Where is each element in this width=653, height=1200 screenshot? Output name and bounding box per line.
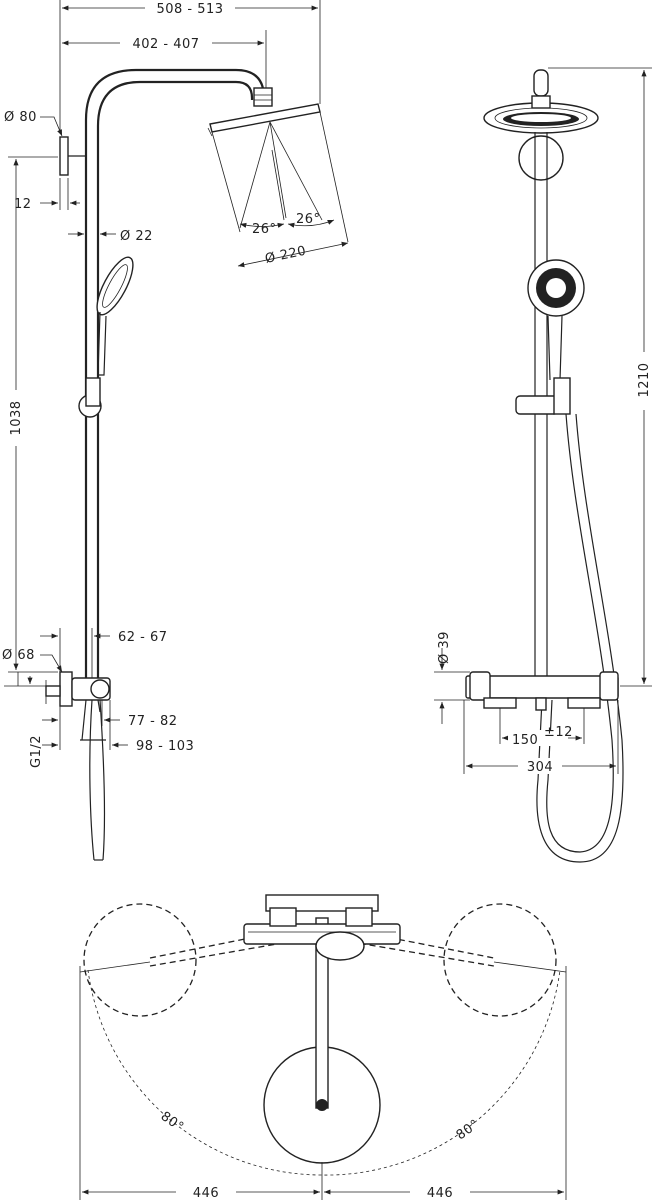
dim-spray-angle-right: 26° bbox=[296, 212, 321, 227]
swing-arc bbox=[87, 969, 561, 1176]
dim-centres: 150 bbox=[512, 733, 538, 748]
dim-mixer-dia: Ø 39 bbox=[437, 631, 452, 664]
hand-shower-front bbox=[527, 259, 585, 381]
dim-spray-angle-left: 26° bbox=[252, 222, 277, 237]
dim-overall-width: 508 - 513 bbox=[156, 2, 223, 17]
dimension-projection-1: 77 - 82 bbox=[42, 700, 178, 750]
dimension-thread: G1/2 bbox=[29, 685, 61, 768]
dimension-head-dia: Ø 220 bbox=[237, 241, 349, 268]
thermostatic-mixer-front bbox=[465, 671, 619, 711]
dim-thread: G1/2 bbox=[29, 735, 44, 768]
dimension-mixer-dia: Ø 39 bbox=[434, 631, 470, 724]
dim-pipe-dia: Ø 22 bbox=[120, 229, 153, 244]
top-view: 80° 80° 446 446 bbox=[79, 894, 567, 1200]
hand-shower bbox=[96, 256, 134, 376]
dimension-total-height: 1210 bbox=[548, 67, 652, 687]
dimension-reach: 446 446 bbox=[79, 966, 567, 1200]
thermostatic-mixer-side bbox=[59, 671, 111, 741]
dim-wall-offset: 12 bbox=[14, 197, 32, 212]
dim-arm-length: 402 - 407 bbox=[132, 37, 199, 52]
side-view: 508 - 513 402 - 407 Ø 80 12 Ø 22 26° bbox=[2, 0, 349, 861]
dim-projection-2: 98 - 103 bbox=[136, 739, 194, 754]
dimension-arm-length: 402 - 407 bbox=[62, 30, 267, 88]
dim-mixer-width: 304 bbox=[527, 760, 553, 775]
reach-right: 446 bbox=[427, 1186, 453, 1200]
dim-wall-plate-dia: Ø 80 bbox=[4, 110, 37, 125]
dimension-overall-width: 508 - 513 bbox=[59, 0, 321, 130]
dimension-pipe-height: 1038 bbox=[6, 156, 58, 673]
overhead-shower bbox=[209, 103, 321, 133]
dimension-pipe-dia: Ø 22 bbox=[68, 229, 153, 244]
front-view: 1210 Ø 39 150 ±12 304 bbox=[434, 67, 652, 863]
dimension-escutcheon: Ø 68 bbox=[2, 648, 63, 690]
dimension-mixer-width: 304 bbox=[463, 700, 619, 775]
dimension-centres: 150 ±12 bbox=[499, 708, 585, 748]
riser-pipe bbox=[84, 68, 266, 690]
dim-height-pipe: 1038 bbox=[9, 400, 24, 435]
dim-tolerance: ±12 bbox=[544, 725, 573, 740]
dim-mixer-depth: 62 - 67 bbox=[118, 630, 168, 645]
angle-right: 80° bbox=[454, 1117, 483, 1143]
dim-projection-1: 77 - 82 bbox=[128, 714, 178, 729]
dim-total-height: 1210 bbox=[637, 362, 652, 397]
dim-escutcheon-dia: Ø 68 bbox=[2, 648, 35, 663]
thermostatic-mixer-top bbox=[243, 894, 401, 961]
dimension-wall-offset: 12 bbox=[14, 178, 80, 212]
overhead-shower-front bbox=[483, 95, 599, 134]
dim-head-dia: Ø 220 bbox=[264, 244, 308, 267]
reach-left: 446 bbox=[193, 1186, 219, 1200]
dimension-wall-plate: Ø 80 bbox=[4, 110, 63, 137]
dimension-mixer-depth: 62 - 67 bbox=[40, 628, 168, 678]
dimension-projection-2: 98 - 103 bbox=[42, 700, 194, 754]
dimension-spray-angle: 26° 26° bbox=[239, 212, 335, 237]
